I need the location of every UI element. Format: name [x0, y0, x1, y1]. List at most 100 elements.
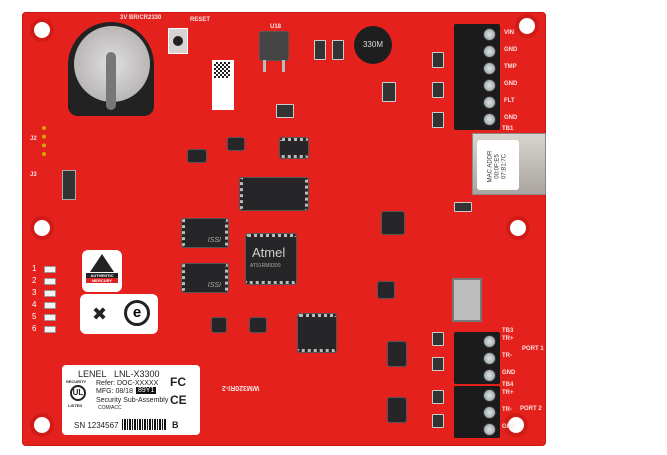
tb3-label: TB3	[502, 328, 514, 334]
port1-terminal-block[interactable]	[454, 332, 500, 384]
compliance-label: ✖ e	[80, 294, 158, 334]
mounting-hole	[34, 417, 50, 433]
mac-label-line: 00:0F:E5	[494, 154, 501, 179]
small-ic	[382, 212, 404, 234]
memory-brand: ISSI	[207, 237, 221, 244]
model: LNL-X3300	[114, 369, 160, 379]
sd-card-slot[interactable]	[452, 278, 482, 322]
terminal-label: TR-	[502, 407, 512, 413]
cpu-chip: Atmel AT91RM9200	[246, 234, 296, 284]
battery-silkscreen: 3V BR/CR2330	[120, 15, 162, 21]
component	[432, 52, 444, 68]
tb4-label: TB4	[502, 382, 514, 388]
component	[432, 82, 444, 98]
fcc-mark: FC	[170, 375, 186, 389]
port1-label: PORT 1	[522, 346, 544, 352]
terminal-label: TR+	[502, 390, 514, 396]
component	[454, 202, 472, 212]
board-code: WM320RI-2	[222, 384, 260, 391]
mounting-hole	[34, 22, 50, 38]
terminal-label: GND	[502, 424, 516, 430]
status-led	[44, 278, 56, 285]
logo-text: AUTHENTIC	[86, 273, 118, 278]
small-ic	[212, 318, 226, 332]
small-ic	[250, 318, 266, 332]
qr-sticker	[212, 60, 234, 110]
diode	[382, 82, 396, 102]
small-ic	[228, 138, 244, 150]
serial-number: SN 1234567	[74, 421, 119, 430]
ul-logo-icon: UL	[70, 385, 86, 401]
pin-header	[42, 126, 50, 156]
mounting-hole	[34, 220, 50, 236]
status-led	[44, 314, 56, 321]
terminal-label: TR-	[502, 353, 512, 359]
component	[432, 112, 444, 128]
small-ic	[280, 138, 308, 158]
description: Security Sub-Assembly	[96, 397, 169, 404]
small-ic	[188, 150, 206, 162]
code: 89Y1	[136, 387, 157, 394]
led-number: 2	[32, 276, 37, 285]
reset-label: RESET	[190, 17, 211, 23]
inductor: 330M	[354, 26, 392, 64]
mac-label-line: 07:B1:7C	[501, 153, 508, 180]
port2-label: PORT 2	[520, 406, 542, 412]
ethernet-phy-chip	[298, 314, 336, 352]
regulator-leads	[263, 60, 285, 72]
refer: Refer: DOC-XXXXX	[96, 380, 159, 387]
status-led	[44, 302, 56, 309]
cpu-part: AT91RM9200	[250, 263, 281, 269]
led-number: 1	[32, 264, 37, 273]
u18-label: U18	[270, 24, 282, 30]
description: COM/ACC	[98, 405, 122, 411]
weee-bin-icon: ✖	[92, 304, 108, 324]
logo-text: MERCURY	[86, 278, 118, 283]
ul-text: SECURITY	[66, 379, 87, 384]
terminal-label-tmp: TMP	[504, 64, 517, 70]
mac-address-label: MAC ADDR 00:0F:E5 07:B1:7C	[488, 140, 509, 194]
component	[432, 390, 444, 404]
small-ic	[378, 282, 394, 298]
authentic-mercury-logo: AUTHENTIC MERCURY	[82, 250, 122, 292]
ul-text: LISTED	[68, 403, 83, 408]
status-led	[44, 326, 56, 333]
component	[432, 414, 444, 428]
reset-button[interactable]	[168, 28, 188, 54]
led-number: 3	[32, 288, 37, 297]
mfg-date: MFG: 08/18	[96, 388, 133, 395]
voltage-regulator	[260, 32, 288, 60]
barcode	[122, 419, 166, 430]
mac-label-line: MAC ADDR	[487, 150, 494, 183]
capacitor	[314, 40, 326, 60]
memory-chip: ISSI	[182, 264, 228, 292]
revision: B	[172, 420, 179, 430]
dip-switch[interactable]	[62, 170, 76, 200]
terminal-label-flt: FLT	[504, 98, 515, 104]
ethernet-jack[interactable]: MAC ADDR 00:0F:E5 07:B1:7C	[472, 133, 546, 195]
j3-label: J3	[30, 172, 37, 178]
transceiver-ic	[388, 342, 406, 366]
component	[432, 357, 444, 371]
component	[432, 332, 444, 346]
led-number: 6	[32, 324, 37, 333]
status-led	[44, 290, 56, 297]
diode	[276, 104, 294, 118]
led-number: 4	[32, 300, 37, 309]
product-label: LENEL LNL-X3300 Refer: DOC-XXXXX MFG: 08…	[62, 365, 200, 435]
mounting-hole	[508, 417, 524, 433]
battery-clip	[106, 52, 116, 110]
ce-mark: CE	[170, 393, 187, 407]
cpu-brand: Atmel	[252, 245, 286, 260]
memory-chip: ISSI	[182, 219, 228, 247]
mounting-hole	[510, 220, 526, 236]
port2-terminal-block[interactable]	[454, 386, 500, 438]
terminal-label-gnd: GND	[504, 47, 518, 53]
status-led	[44, 266, 56, 273]
terminal-label: GND	[502, 370, 516, 376]
transceiver-ic	[388, 398, 406, 422]
led-number: 5	[32, 312, 37, 321]
j2-label: J2	[30, 136, 37, 142]
power-terminal-block[interactable]	[454, 24, 500, 130]
capacitor	[332, 40, 344, 60]
